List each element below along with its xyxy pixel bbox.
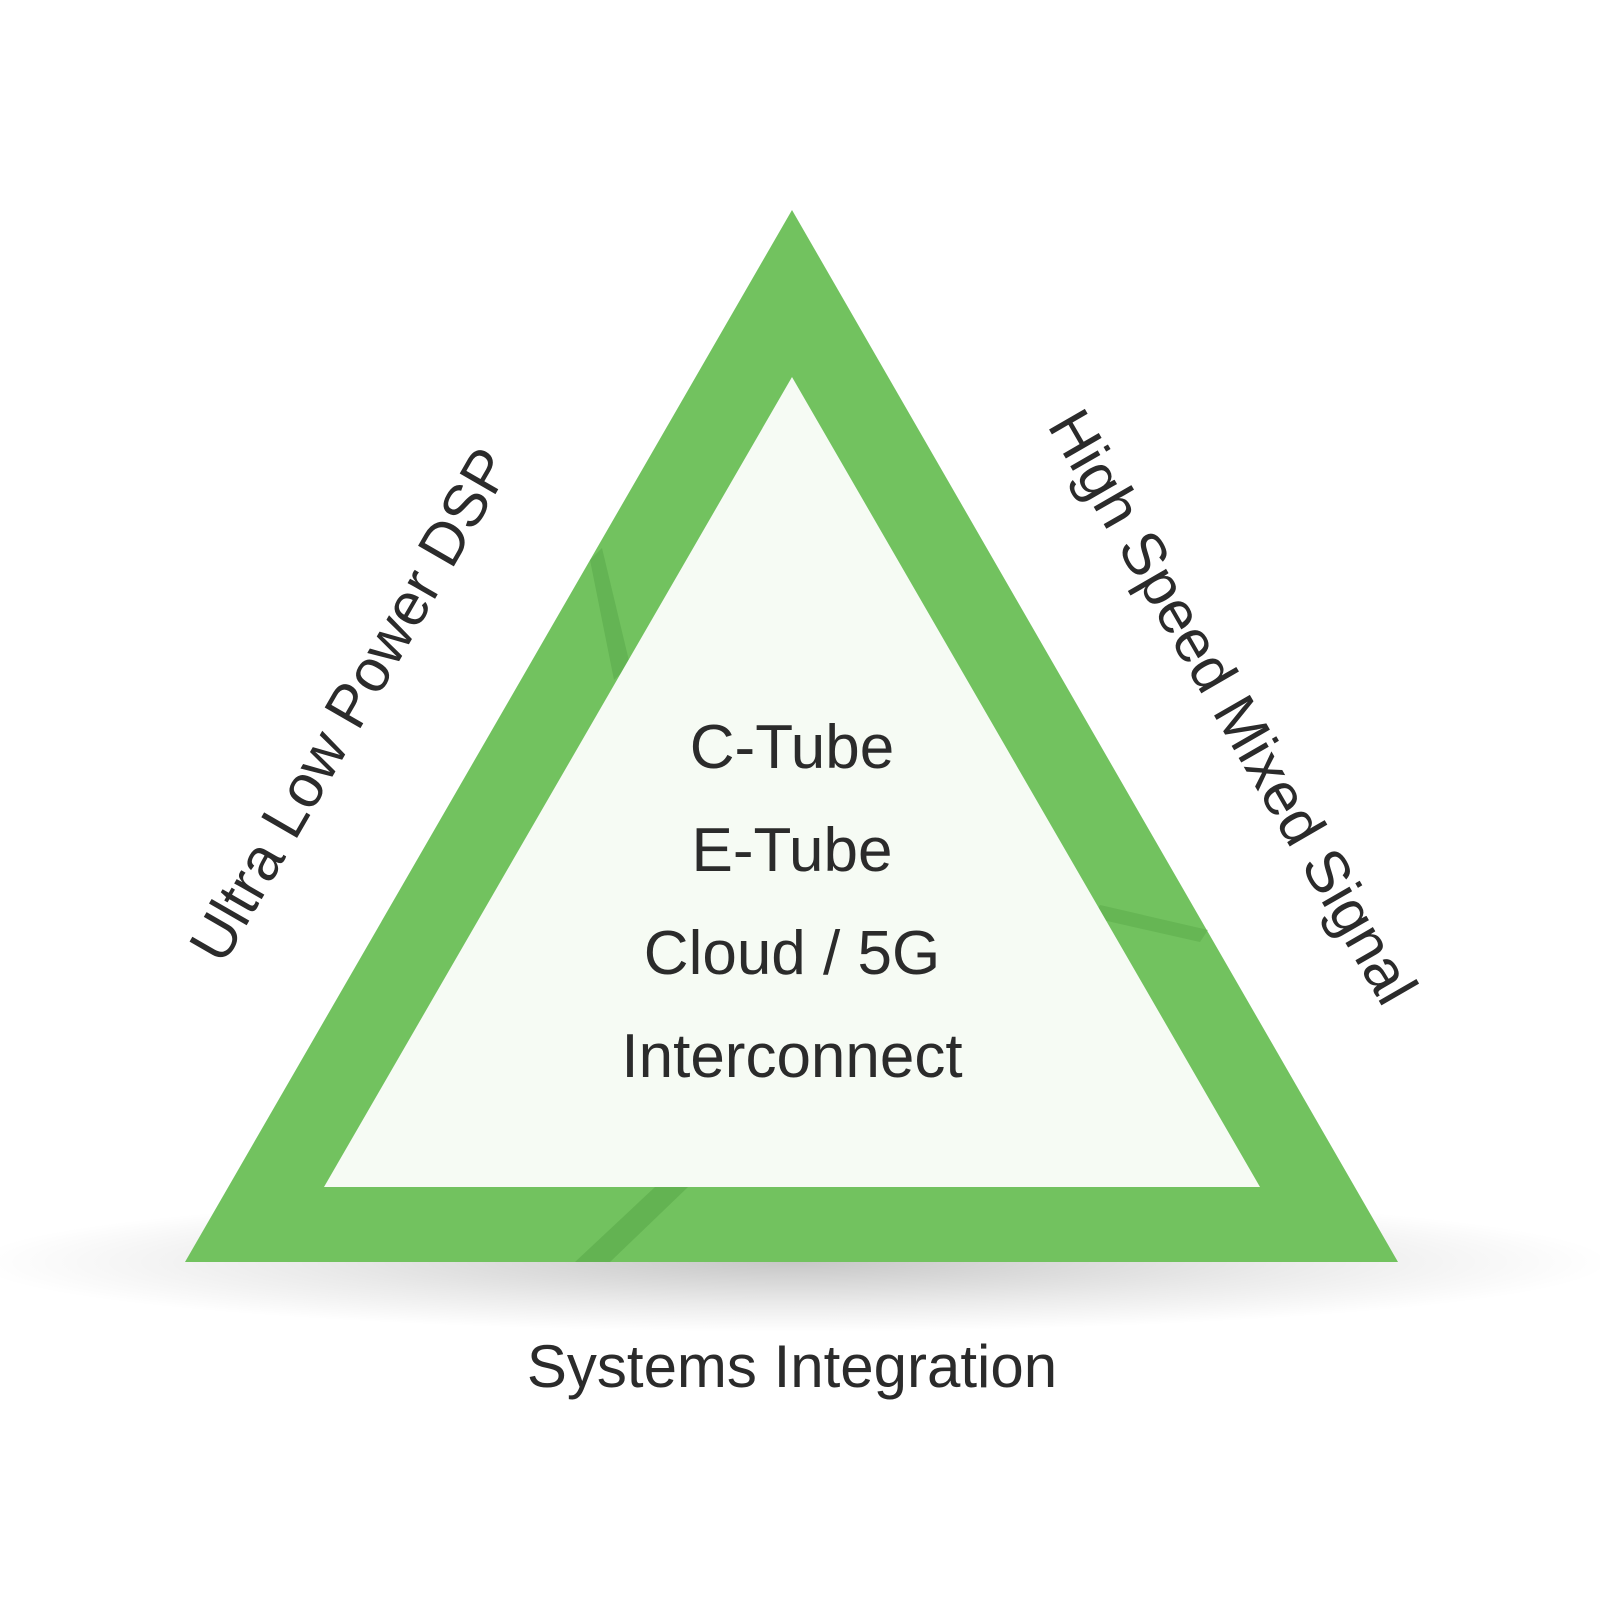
right-crease-shade <box>1094 905 1208 942</box>
center-item: E-Tube <box>691 816 892 885</box>
bottom-label: Systems Integration <box>527 1333 1057 1400</box>
center-item: Interconnect <box>621 1022 962 1091</box>
center-item: Cloud / 5G <box>644 919 940 988</box>
bottom-crease-shade <box>575 1187 688 1262</box>
center-item: C-Tube <box>690 713 894 782</box>
inner-triangle <box>324 377 1260 1187</box>
left-crease-shade <box>590 548 630 680</box>
